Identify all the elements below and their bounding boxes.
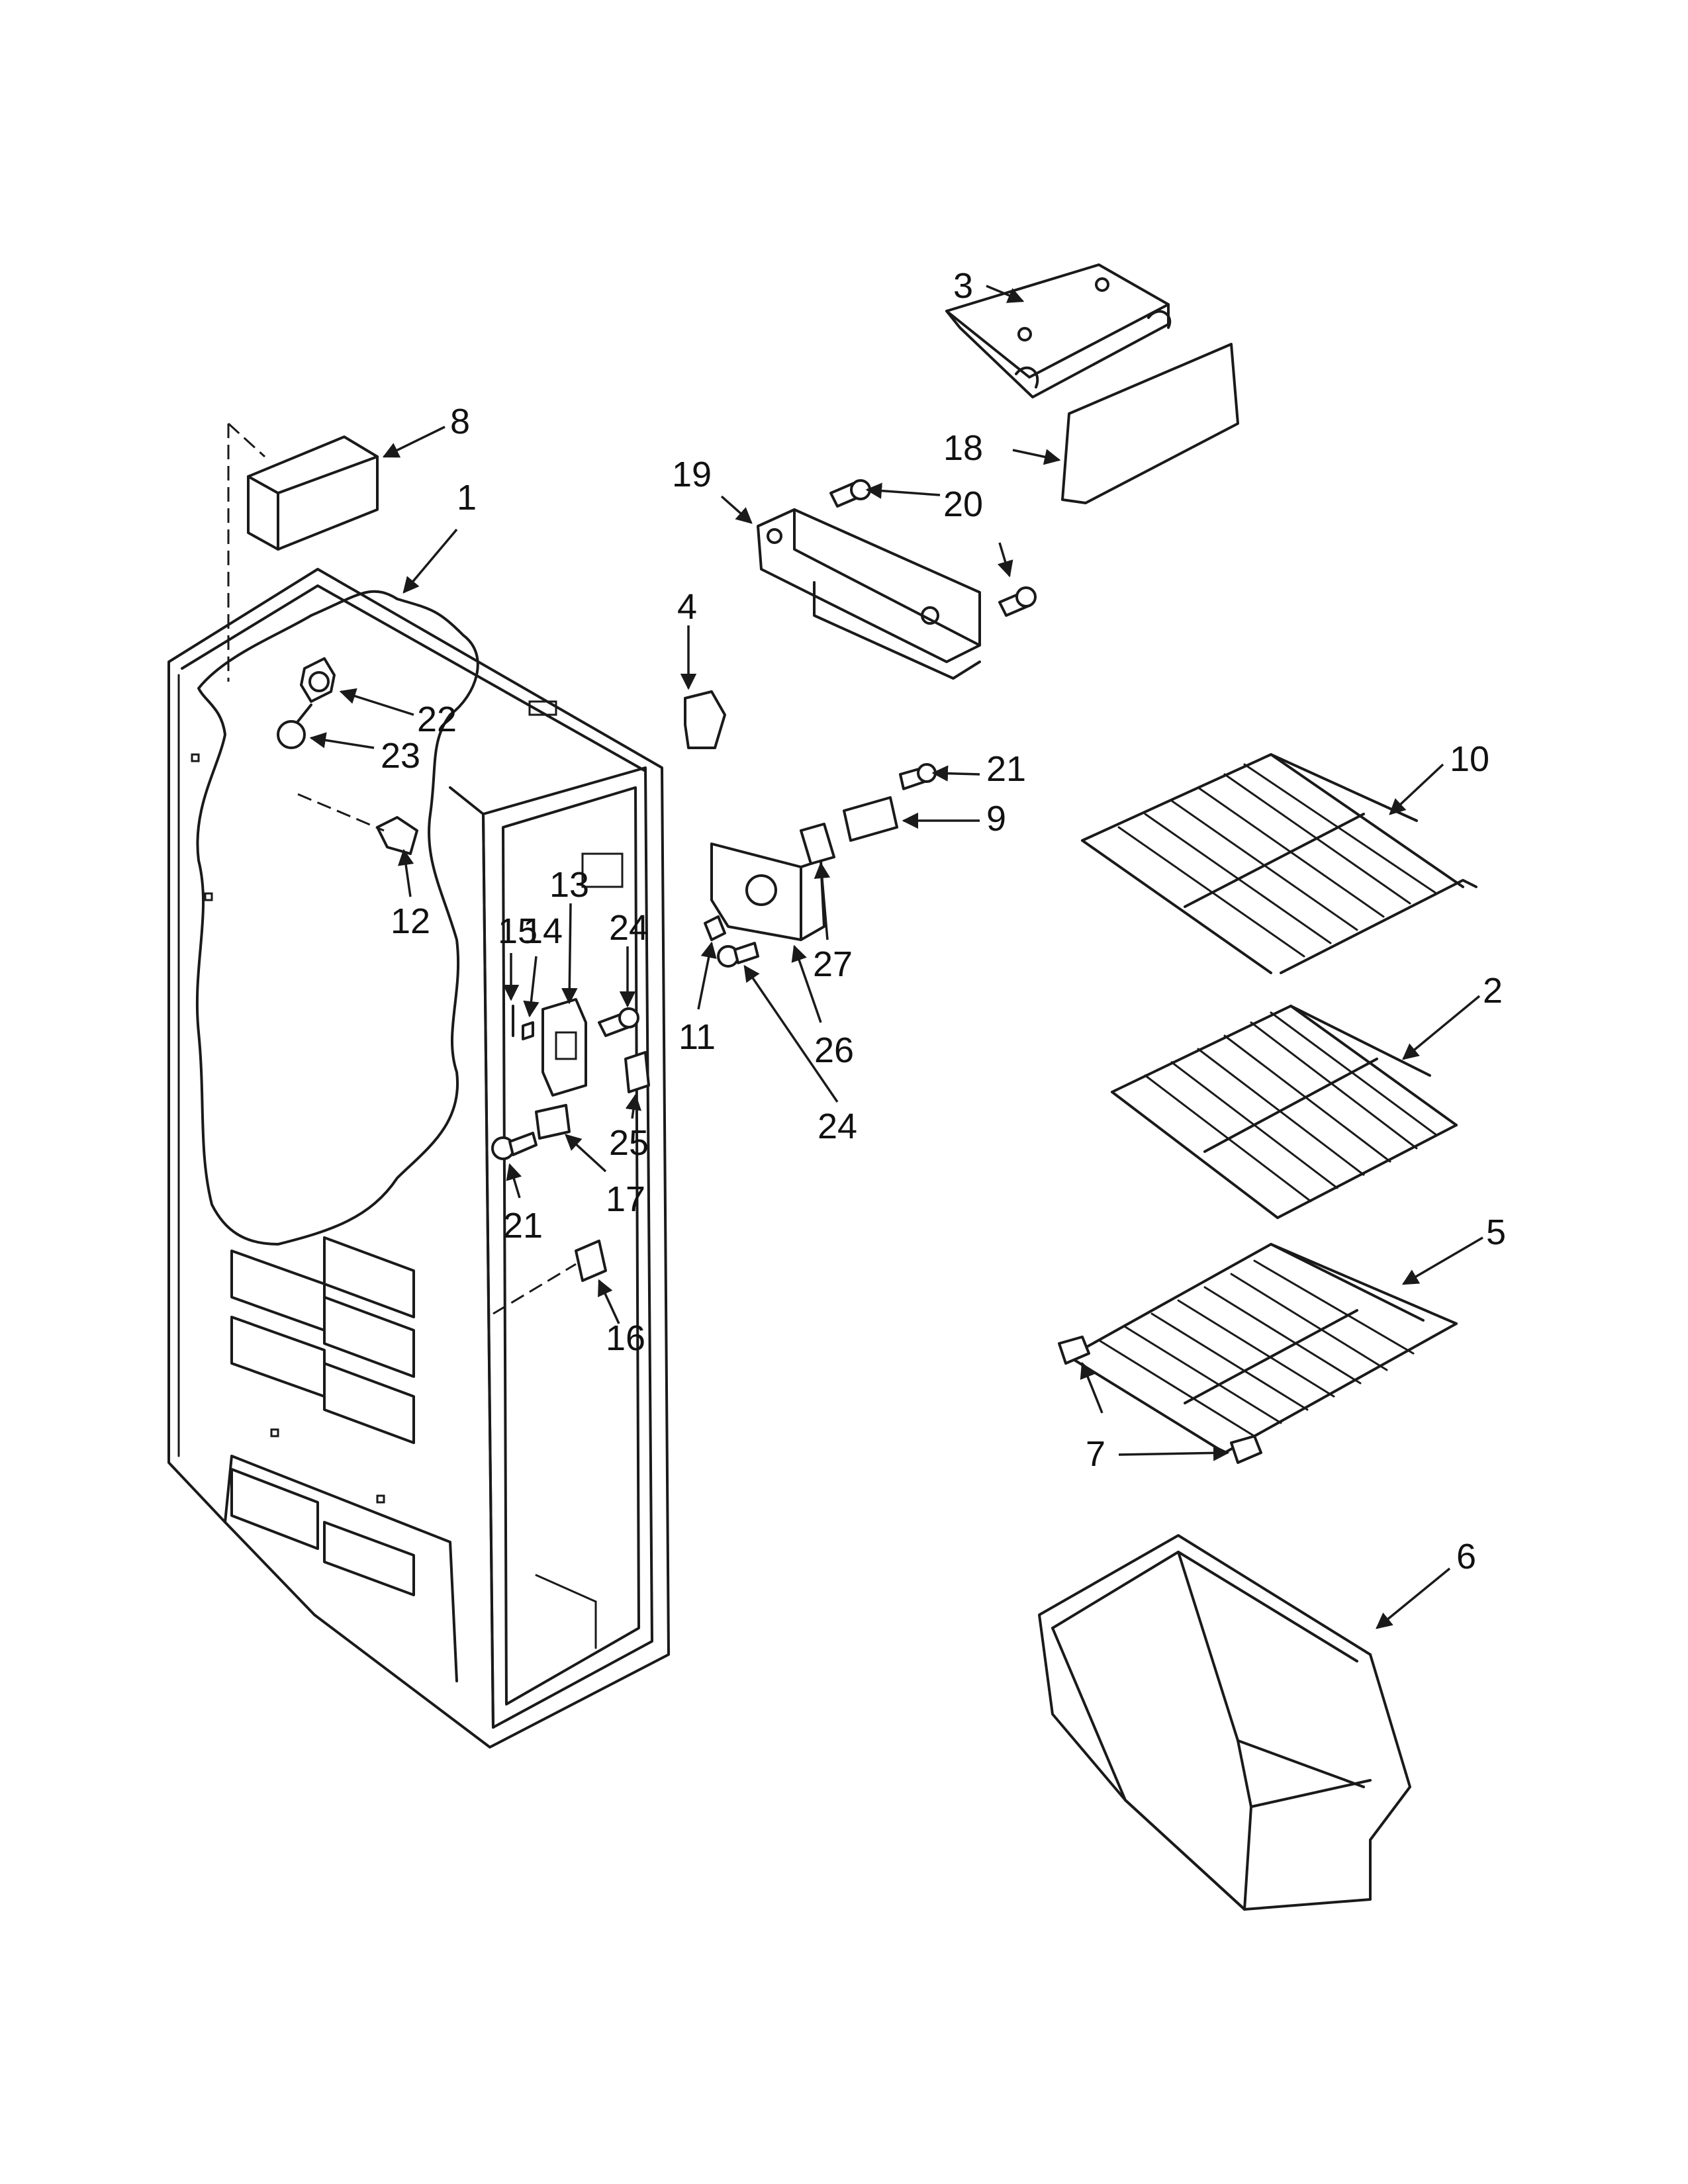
callout-3: 3 xyxy=(953,266,973,306)
part-11-knob xyxy=(704,915,726,941)
leader-lines xyxy=(309,285,1483,1629)
clip-14 xyxy=(522,1021,534,1040)
callout-labels: 3 18 19 20 8 1 4 22 23 21 9 10 12 13 15 … xyxy=(381,266,1506,1576)
callout-22: 22 xyxy=(417,700,457,739)
screw-21-lower xyxy=(491,1132,538,1160)
shelf-support-7-lower xyxy=(1230,1435,1262,1464)
callout-11: 11 xyxy=(679,1017,716,1057)
part-27-control-housing xyxy=(710,842,825,941)
lamp-socket-22 xyxy=(300,657,336,703)
part-3-hinge xyxy=(945,263,1172,398)
callout-24-upper: 24 xyxy=(609,908,649,948)
part-8-bracket xyxy=(227,422,379,682)
callout-10: 10 xyxy=(1450,739,1489,779)
screw-20-lower xyxy=(998,586,1037,617)
part-18-cover xyxy=(1061,343,1239,504)
callout-13: 13 xyxy=(549,865,589,905)
callout-16: 16 xyxy=(606,1318,645,1358)
callout-14: 14 xyxy=(523,911,563,951)
liner-vent-slots xyxy=(230,1236,415,1596)
callout-20: 20 xyxy=(943,484,983,524)
screw-24-lower xyxy=(717,942,759,968)
part-27-bracket xyxy=(800,823,835,865)
callout-18: 18 xyxy=(943,428,983,468)
shelf-5 xyxy=(1068,1243,1458,1454)
callout-26: 26 xyxy=(814,1030,854,1070)
callout-24-lower: 24 xyxy=(818,1107,857,1146)
callout-8: 8 xyxy=(450,402,470,441)
callout-25: 25 xyxy=(609,1123,649,1163)
callout-1: 1 xyxy=(457,478,477,518)
control-housing-13 xyxy=(541,998,587,1097)
bracket-16 xyxy=(492,1240,607,1315)
part-4-clip xyxy=(684,690,726,749)
callout-9: 9 xyxy=(986,799,1006,839)
callout-23: 23 xyxy=(381,736,420,776)
callout-6: 6 xyxy=(1456,1537,1476,1576)
callout-12: 12 xyxy=(391,901,430,941)
screw-20-upper xyxy=(829,479,871,508)
callout-17: 17 xyxy=(606,1179,645,1219)
screw-24-upper xyxy=(598,1007,639,1037)
light-shield-12 xyxy=(297,793,418,855)
shelf-support-7-upper xyxy=(1058,1336,1090,1365)
shelf-10 xyxy=(1081,753,1477,974)
switch-25 xyxy=(624,1051,650,1093)
part-19-housing xyxy=(757,508,981,680)
sensor-17 xyxy=(535,1104,571,1140)
callout-7: 7 xyxy=(1086,1434,1105,1474)
callout-2: 2 xyxy=(1483,971,1503,1011)
screw-21-upper xyxy=(899,763,937,790)
callout-27: 27 xyxy=(813,944,853,984)
freezer-liner xyxy=(167,568,670,1749)
callout-5: 5 xyxy=(1486,1212,1506,1252)
light-bulb-23 xyxy=(277,704,312,749)
callout-19: 19 xyxy=(672,455,712,494)
callout-21-upper: 21 xyxy=(986,749,1026,789)
callout-4: 4 xyxy=(677,587,697,627)
part-9-board xyxy=(843,796,898,842)
callout-15: 15 xyxy=(498,911,538,951)
callout-21-lower: 21 xyxy=(503,1206,543,1246)
part-6-bin xyxy=(1038,1534,1411,1911)
shelf-2 xyxy=(1111,1005,1458,1219)
